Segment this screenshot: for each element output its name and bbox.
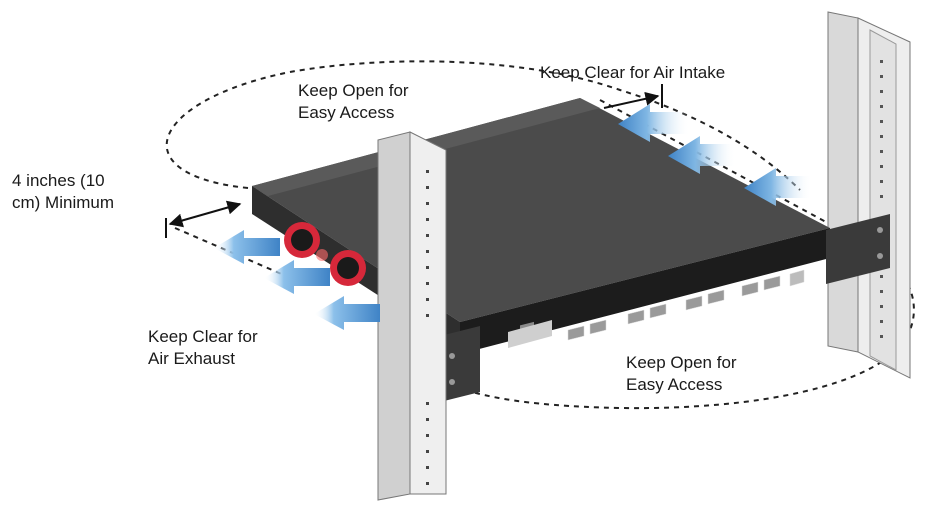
label-air-intake: Keep Clear for Air Intake [540,62,725,84]
label-top-access: Keep Open for Easy Access [298,80,409,124]
label-top-access-line2: Easy Access [298,103,395,122]
fan-icon [284,222,366,286]
dimension-arrow-icon [165,84,663,238]
rack-rail-left [377,131,447,501]
rack-rail-right [827,11,911,379]
brand-plate [508,320,552,348]
airflow-arrow-icon [618,104,812,206]
label-air-exhaust-line2: Air Exhaust [148,349,235,368]
label-clearance-line2: cm) Minimum [12,193,114,212]
label-air-intake-text: Keep Clear for Air Intake [540,63,726,82]
label-clearance: 4 inches (10 cm) Minimum [12,170,114,214]
label-bottom-access-line1: Keep Open for [626,353,737,372]
label-clearance-line1: 4 inches (10 [12,171,105,190]
exhaust-arrow-icon [214,230,380,330]
front-ports [567,269,805,341]
label-top-access-line1: Keep Open for [298,81,409,100]
switch-chassis-icon [252,98,890,402]
label-bottom-access: Keep Open for Easy Access [626,352,737,396]
label-air-exhaust-line1: Keep Clear for [148,327,258,346]
label-air-exhaust: Keep Clear for Air Exhaust [148,326,258,370]
label-bottom-access-line2: Easy Access [626,375,723,394]
mounting-bracket-right [826,214,890,284]
